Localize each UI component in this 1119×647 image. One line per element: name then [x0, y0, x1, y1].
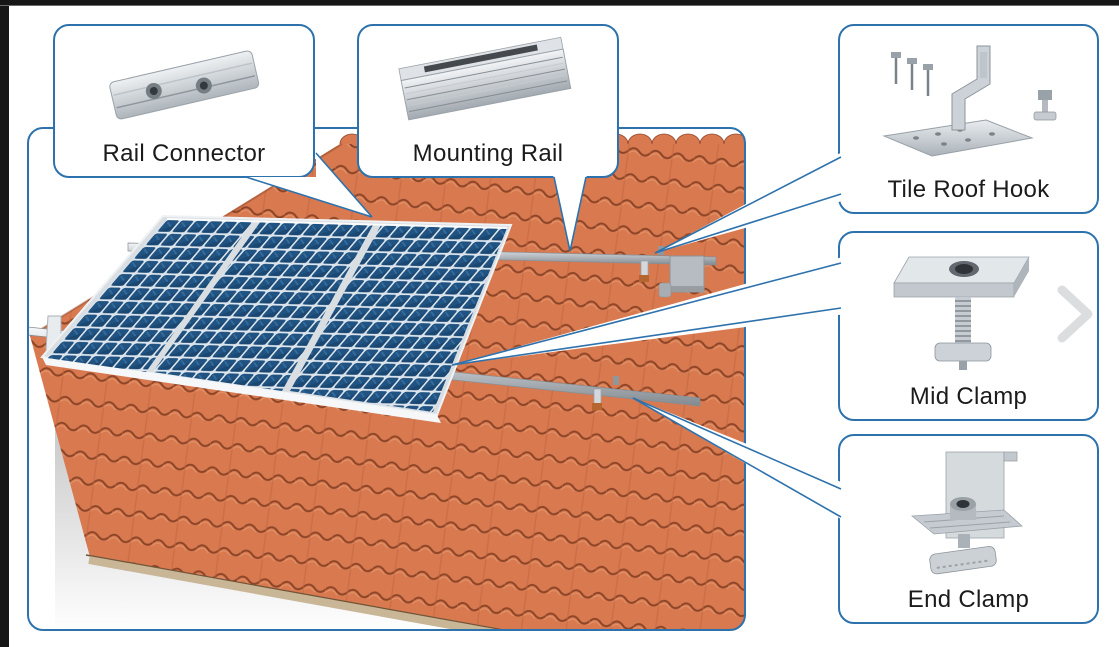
- end-clamp-label: End Clamp: [907, 586, 1030, 613]
- tile-roof-hook-label: Tile Roof Hook: [887, 176, 1050, 203]
- screen-top-border: [0, 0, 1119, 6]
- tile-hook-lower-foot: [592, 403, 602, 410]
- carousel-next-button[interactable]: [1048, 280, 1100, 348]
- mid-clamp-image: [892, 256, 1030, 370]
- panel-frame-bottom-edge: [42, 357, 441, 423]
- rail-connector-label: Rail Connector: [102, 140, 266, 167]
- screen-left-border: [0, 0, 9, 647]
- end-clamp-image: [910, 451, 1023, 575]
- callout-rail-connector: Rail Connector: [53, 24, 315, 178]
- hook-screws: [894, 58, 929, 96]
- threaded-rod: [954, 297, 971, 345]
- rail-bolt-lower: [613, 376, 619, 385]
- tile-hook-lower: [593, 388, 602, 406]
- callout-end-clamp: End Clamp: [838, 434, 1099, 624]
- fascia-board: [88, 556, 507, 630]
- mounting-rail-label: Mounting Rail: [412, 140, 564, 167]
- tile-hook-upper: [640, 260, 649, 278]
- junction-box-port: [658, 282, 672, 298]
- fascia-edge-line: [85, 554, 504, 630]
- tile-hook-upper-foot: [639, 275, 649, 282]
- rail-connector-image: [109, 50, 260, 120]
- callout-mid-clamp: Mid Clamp: [838, 231, 1099, 421]
- callout-tile-roof-hook: Tile Roof Hook: [838, 24, 1099, 214]
- callout-mounting-rail: Mounting Rail: [357, 24, 619, 178]
- eave-shadow: [55, 390, 505, 630]
- chevron-right-icon: [1057, 285, 1093, 343]
- solar-panel-1: [47, 219, 253, 372]
- mid-clamp-label: Mid Clamp: [909, 383, 1028, 410]
- mounting-rail-image: [398, 36, 572, 121]
- solar-panel-2: [153, 221, 373, 391]
- rail-bolt-upper: [658, 246, 664, 255]
- tile-roof-hook-image: [881, 45, 1056, 157]
- junction-box-side: [670, 286, 704, 292]
